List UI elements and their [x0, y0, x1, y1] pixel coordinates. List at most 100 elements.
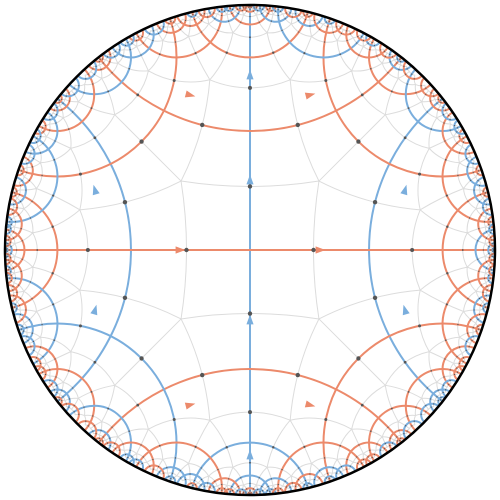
vertex-dot	[448, 383, 450, 386]
vertex-dot	[19, 200, 22, 203]
vertex-dot	[10, 271, 12, 273]
vertex-dot	[36, 137, 38, 139]
vertex-dot	[482, 190, 484, 192]
vertex-dot	[346, 30, 348, 32]
vertex-dot	[440, 399, 442, 401]
vertex-dot	[383, 448, 386, 450]
vertex-dot	[465, 349, 467, 351]
vertex-dot	[51, 272, 54, 275]
vertex-dot	[217, 29, 219, 32]
vertex-dot	[209, 12, 211, 14]
vertex-dot	[437, 109, 439, 111]
vertex-dot	[54, 358, 56, 360]
vertex-dot	[485, 231, 488, 233]
vertex-dot	[358, 444, 360, 446]
vertex-dot	[446, 225, 449, 228]
vertex-dot	[291, 16, 293, 18]
vertex-dot	[437, 389, 439, 391]
vertex-dot	[346, 458, 348, 461]
vertex-dot	[482, 207, 484, 209]
vertex-dot	[118, 449, 121, 451]
vertex-dot	[488, 279, 490, 282]
vertex-dot	[12, 209, 14, 211]
vertex-dot	[281, 29, 283, 32]
vertex-dot	[456, 142, 458, 144]
vertex-dot	[349, 33, 351, 35]
vertex-dot	[253, 491, 255, 493]
vertex-dot	[203, 13, 206, 15]
vertex-dot	[174, 41, 177, 43]
vertex-dot	[101, 58, 104, 60]
geodesic-line	[404, 68, 463, 132]
vertex-dot	[328, 478, 330, 480]
arrow-triangle	[246, 69, 254, 80]
vertex-dot	[272, 51, 275, 54]
vertex-dot	[87, 73, 89, 75]
geodesic-line	[420, 76, 440, 98]
geodesic-line	[487, 271, 495, 285]
geodesic-line	[223, 488, 236, 496]
vertex-dot	[445, 109, 447, 111]
vertex-dot	[313, 478, 316, 481]
geodesic-line	[458, 128, 472, 144]
geodesic-line	[475, 323, 485, 336]
vertex-dot	[12, 231, 15, 233]
vertex-dot	[142, 42, 144, 44]
vertex-dot	[430, 128, 432, 130]
geodesic-line	[241, 487, 259, 496]
vertex-dot	[478, 184, 481, 187]
geodesic-line	[487, 215, 495, 229]
vertex-dot	[468, 217, 471, 219]
vertex-dot	[440, 99, 442, 101]
vertex-dot	[65, 95, 67, 97]
vertex-dot	[189, 25, 191, 27]
vertex-dot	[8, 229, 10, 231]
vertex-dot	[291, 482, 293, 484]
geodesic-line	[8, 176, 27, 206]
geodesic-line	[488, 223, 496, 236]
vertex-dot	[179, 470, 181, 472]
vertex-dot	[93, 73, 95, 75]
geodesic-line	[365, 33, 381, 47]
vertex-dot	[485, 261, 488, 263]
vertex-dot	[214, 18, 216, 20]
vertex-dot	[477, 318, 479, 320]
geodesic-line	[215, 487, 229, 495]
vertex-dot	[311, 247, 316, 253]
vertex-dot	[139, 356, 144, 361]
vertex-dot	[396, 440, 399, 442]
vertex-dot	[360, 403, 364, 407]
vertex-dot	[472, 162, 474, 165]
geodesic-line	[215, 5, 229, 13]
vertex-dot	[389, 61, 391, 63]
vertex-dot	[73, 411, 75, 413]
vertex-dot	[491, 239, 493, 241]
geodesic-line	[264, 488, 277, 496]
vertex-dot	[223, 10, 226, 12]
vertex-dot	[294, 13, 297, 15]
vertex-dot	[223, 488, 226, 490]
geodesic-line	[97, 56, 403, 132]
vertex-dot	[376, 55, 378, 57]
vertex-dot	[489, 277, 491, 279]
vertex-dot	[298, 467, 300, 469]
disk-boundary	[3, 3, 497, 497]
vertex-dot	[399, 440, 401, 442]
vertex-dot	[136, 40, 138, 42]
vertex-dot	[346, 468, 348, 470]
vertex-dot	[330, 22, 332, 25]
arrow-triangle	[184, 402, 196, 410]
vertex-dot	[430, 370, 432, 372]
vertex-dot	[285, 12, 287, 14]
vertex-dot	[488, 241, 491, 243]
vertex-dot	[237, 12, 239, 15]
arrow-triangle	[304, 400, 316, 408]
geodesic-line	[482, 186, 491, 198]
vertex-dot	[173, 21, 175, 23]
geodesic-line	[323, 15, 336, 25]
geodesic-line	[402, 420, 424, 440]
vertex-dot	[13, 294, 15, 297]
vertex-dot	[68, 406, 70, 408]
vertex-dot	[162, 472, 165, 474]
vertex-dot	[325, 21, 327, 23]
